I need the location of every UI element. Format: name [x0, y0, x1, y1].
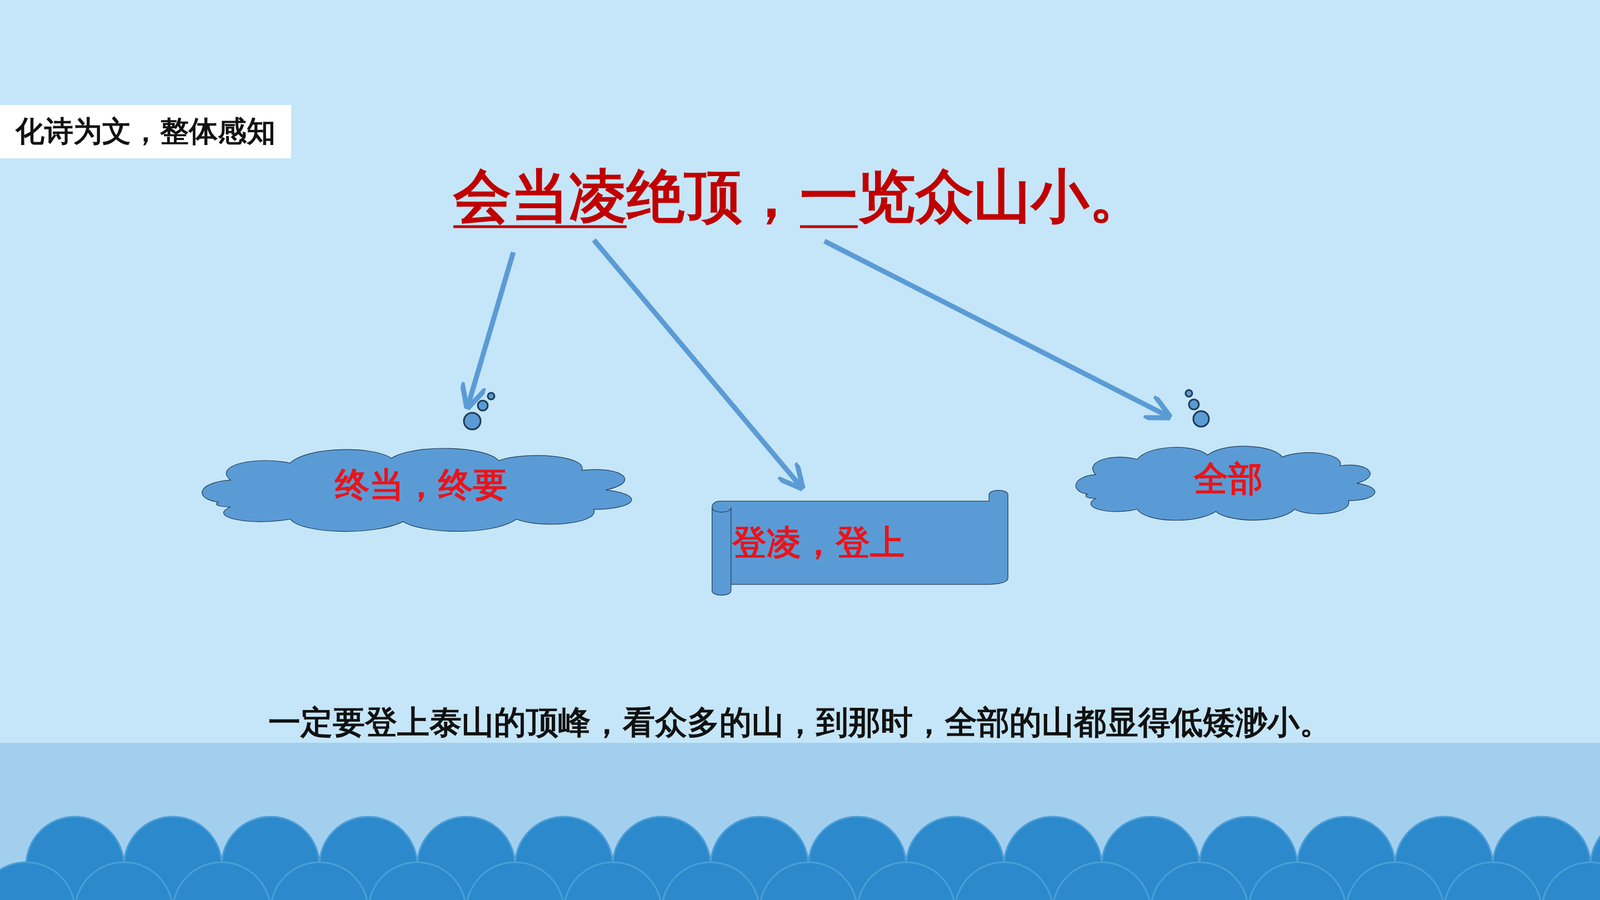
- wave-scallop: [270, 862, 369, 900]
- wave-scallop: [1150, 862, 1249, 900]
- wave-scallop: [368, 862, 467, 900]
- cloud-bubbles: [463, 390, 1209, 430]
- wave-scallop: [563, 862, 662, 900]
- leader-arrow: [824, 241, 1167, 416]
- scroll-box: 登凌，登上: [704, 486, 1016, 599]
- bubble: [1185, 390, 1193, 397]
- cloud-box: 全部: [1066, 428, 1390, 529]
- leader-arrow: [593, 240, 800, 486]
- bubble: [463, 412, 481, 430]
- cloud-path: [1076, 446, 1375, 520]
- wave-scallop: [1052, 862, 1151, 900]
- wave-scallop: [661, 862, 760, 900]
- wave-scallops: [0, 816, 1600, 900]
- translation-caption: 一定要登上泰山的顶峰，看众多的山，到那时，全部的山都显得低矮渺小。: [0, 701, 1600, 745]
- bubble: [1193, 411, 1209, 427]
- wave-scallop: [759, 862, 858, 900]
- poem-title: 会当凌绝顶，一览众山小。: [0, 158, 1600, 237]
- node-text: 登凌，登上: [732, 519, 905, 567]
- wave-scallop: [1541, 862, 1600, 900]
- leader-arrow: [468, 252, 514, 405]
- wave-scallop: [857, 862, 955, 900]
- section-label: 化诗为文，整体感知: [15, 112, 276, 152]
- wave-scallop: [1443, 862, 1542, 900]
- wave-scallop: [75, 862, 173, 900]
- node-text: 终当，终要: [335, 461, 508, 509]
- wave-scallop: [466, 862, 564, 900]
- scroll-path: [712, 490, 1009, 596]
- wave-scallop: [172, 862, 271, 900]
- bubble: [1188, 399, 1199, 410]
- cloud-path: [202, 448, 632, 532]
- wave-scallop: [1248, 862, 1347, 900]
- wave-scallop: [1346, 862, 1444, 900]
- cloud-box: 终当，终要: [188, 428, 654, 542]
- bubble: [487, 392, 495, 400]
- wave-scallop: [955, 862, 1053, 900]
- node-text: 全部: [1193, 455, 1263, 503]
- section-tag: 化诗为文，整体感知: [0, 105, 292, 159]
- wave-scallop: [0, 862, 75, 900]
- bubble: [477, 400, 488, 411]
- leader-arrows: [468, 240, 1167, 486]
